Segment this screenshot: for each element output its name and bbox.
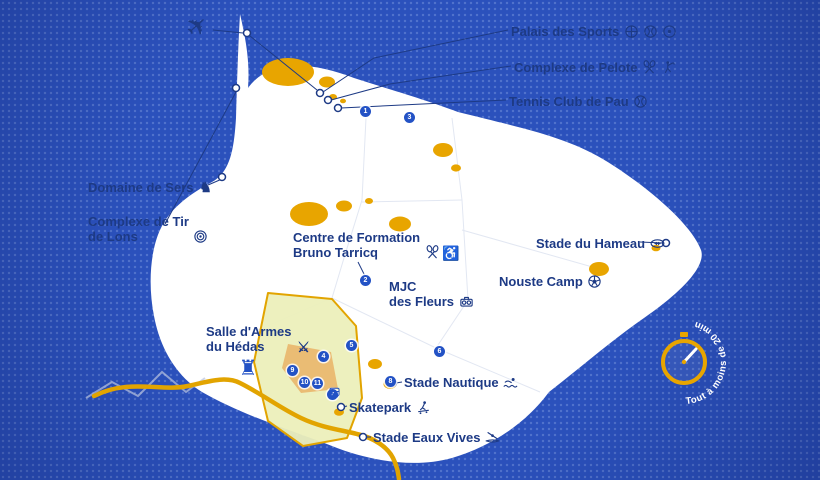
- castle-marker: ♜: [238, 356, 258, 380]
- label-complexe-de-pelote: Complexe de Pelote: [514, 59, 677, 75]
- label-icons: [503, 374, 519, 390]
- label-text: Skatepark: [349, 399, 412, 415]
- map-marker: 2: [360, 275, 371, 286]
- label-text: Stade du Hameau: [536, 235, 646, 251]
- travel-time-badge: Tout à moins de 20 min: [661, 319, 728, 407]
- label-centre-de-formation-bruno-tarricq: Centre de Formation Bruno Tarricq ♿: [293, 230, 460, 261]
- map-marker: 3: [404, 112, 415, 123]
- rugby-ball-icon: [649, 235, 665, 251]
- kayak-icon: [484, 429, 500, 445]
- label-icons: ⚔: [295, 339, 311, 355]
- plane-icon: ✈: [178, 7, 216, 45]
- station-icon-wrap: [327, 385, 341, 399]
- volleyball-icon: [642, 23, 658, 39]
- label-text: Stade Eaux Vives: [373, 429, 481, 445]
- map-marker: 6: [434, 346, 445, 357]
- soccer-ball-icon: [587, 273, 603, 289]
- river-gave: [91, 377, 402, 480]
- label-stade-eaux-vives: Stade Eaux Vives: [373, 429, 500, 445]
- map-marker: 5: [346, 340, 357, 351]
- label-complexe-de-tir-de-lons: Complexe de Tir de Lons: [88, 214, 209, 245]
- tennis-ball-icon: [633, 93, 649, 109]
- crossed-rackets-icon: [642, 59, 658, 75]
- horse-icon: ♞: [199, 179, 212, 195]
- label-icons: [623, 23, 677, 39]
- label-text: Complexe de Pelote: [514, 59, 638, 75]
- handball-icon: [661, 23, 677, 39]
- station-icon: [327, 385, 341, 399]
- shooting-target-icon: [193, 229, 209, 245]
- label-tennis-club-de-pau: Tennis Club de Pau: [509, 93, 649, 109]
- label-stade-du-hameau: Stade du Hameau: [536, 235, 665, 251]
- label-nouste-camp: Nouste Camp: [499, 273, 603, 289]
- label-salle-d-armes-du-hedas: Salle d'Armes du Hédas ⚔: [206, 324, 311, 355]
- label-text: Salle d'Armes du Hédas: [206, 324, 292, 355]
- basketball-icon: [623, 23, 639, 39]
- airport-marker: ✈: [179, 8, 215, 45]
- station-marker: [327, 385, 341, 404]
- label-icons: [484, 429, 500, 445]
- crossed-rackets-icon: [424, 245, 440, 261]
- label-mjc-des-fleurs: MJC des Fleurs: [389, 279, 474, 310]
- label-text: Stade Nautique: [404, 374, 499, 390]
- stream-line: [85, 370, 206, 399]
- map-marker: 11: [312, 378, 323, 389]
- map-marker: 1: [360, 106, 371, 117]
- label-stade-nautique: Stade Nautique: [404, 374, 519, 390]
- label-skatepark: Skatepark: [349, 399, 431, 415]
- castle-icon-wrap: ♜: [238, 356, 258, 380]
- castle-icon: ♜: [238, 356, 258, 380]
- boombox-icon: [458, 294, 474, 310]
- stopwatch-icon: [661, 332, 707, 385]
- label-icons: [193, 229, 209, 245]
- swimmer-icon: [503, 374, 519, 390]
- label-icons: [649, 235, 665, 251]
- label-domaine-de-sers: Domaine de Sers ♞: [88, 179, 214, 195]
- label-text: Centre de Formation Bruno Tarricq: [293, 230, 421, 261]
- label-icons: [458, 294, 474, 310]
- label-text: Nouste Camp: [499, 273, 583, 289]
- fencing-icon: ⚔: [297, 338, 310, 355]
- label-text: Tennis Club de Pau: [509, 93, 629, 109]
- label-palais-des-sports: Palais des Sports: [511, 23, 677, 39]
- map-marker: 10: [299, 377, 310, 388]
- endpoint-rings: [217, 28, 671, 442]
- map-marker: 4: [318, 351, 329, 362]
- label-text: Palais des Sports: [511, 23, 620, 39]
- plane-icon-wrap: ✈: [179, 8, 215, 45]
- skater-icon: [415, 399, 431, 415]
- map-marker: 9: [287, 365, 298, 376]
- map-marker: 8: [385, 376, 396, 387]
- label-icons: [642, 59, 677, 75]
- label-icons: ♿: [424, 244, 460, 261]
- wheelchair-basketball-icon: ♿: [442, 244, 460, 261]
- label-icons: ♞: [198, 179, 214, 195]
- label-icons: [587, 273, 603, 289]
- label-text: MJC des Fleurs: [389, 279, 455, 310]
- label-icons: [633, 93, 649, 109]
- label-text: Complexe de Tir de Lons: [88, 214, 189, 245]
- label-text: Domaine de Sers: [88, 179, 194, 195]
- pelote-player-icon: [661, 59, 677, 75]
- label-icons: [415, 399, 431, 415]
